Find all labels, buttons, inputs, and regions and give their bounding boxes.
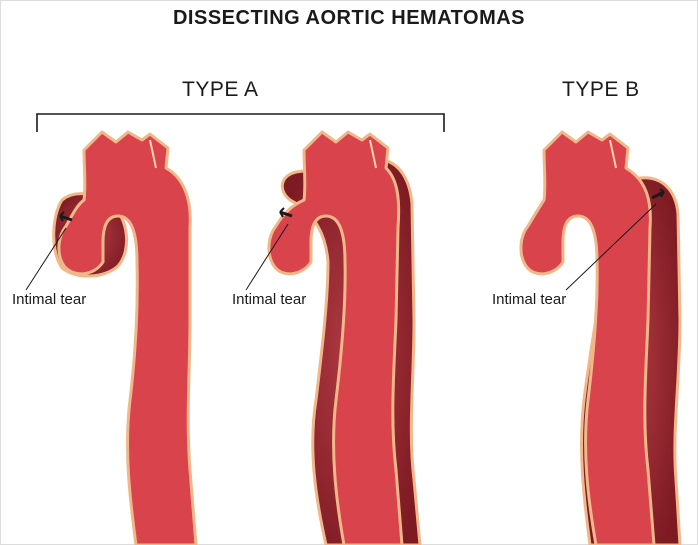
type-a-bracket (36, 113, 445, 132)
type-b-label: TYPE B (562, 78, 640, 101)
intimal-tear-label-2: Intimal tear (232, 291, 307, 308)
aorta-vessel (519, 130, 656, 545)
tear-pointer (25, 227, 67, 291)
type-a-label: TYPE A (182, 78, 259, 101)
aorta-vessel (267, 130, 404, 545)
aorta-type-a-2 (245, 130, 422, 545)
aorta-vessel (57, 130, 198, 545)
diagram-title: DISSECTING AORTIC HEMATOMAS (172, 7, 526, 29)
intimal-tear-label-3: Intimal tear (492, 291, 567, 308)
tear-arrow (279, 210, 293, 218)
tear-arrow (59, 214, 73, 222)
tear-pointer (565, 203, 657, 291)
tear-arrow (651, 190, 665, 200)
intimal-tear-label-1: Intimal tear (12, 291, 87, 308)
aorta-type-a-1 (25, 130, 198, 545)
tear-pointer (245, 223, 289, 291)
aorta-type-b (519, 130, 682, 545)
